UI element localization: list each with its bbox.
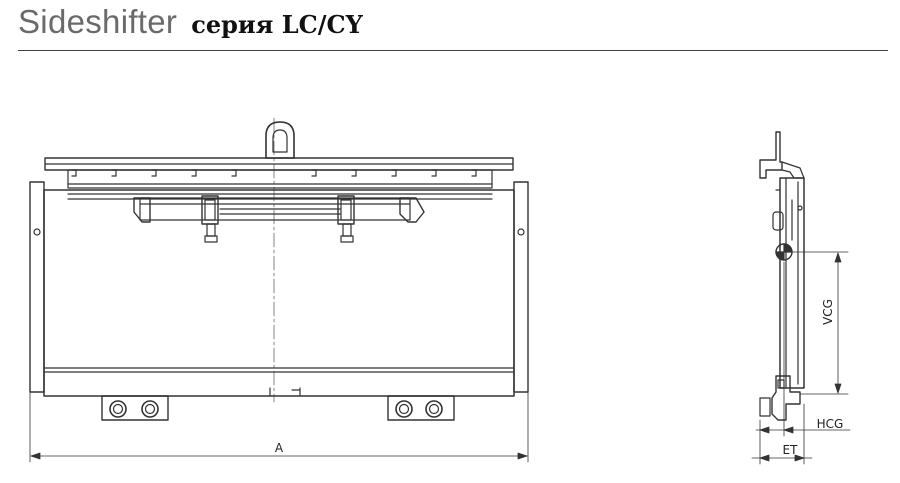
dimension-a-label: A (275, 441, 284, 455)
bottom-hook-right (387, 395, 455, 421)
center-of-gravity-icon (775, 243, 793, 261)
dimension-a (29, 391, 529, 463)
dimension-et (751, 403, 813, 465)
cylinder-fitting-left (201, 195, 219, 243)
dimension-hcg-label: HCG (817, 417, 844, 431)
dimension-hcg (755, 261, 851, 437)
side-top-hook (759, 131, 805, 179)
side-view: VCG HCG ET (751, 131, 851, 465)
side-carriage-plate (772, 177, 805, 389)
page-header: Sideshifter серия LC/CY (18, 0, 363, 48)
series-title: серия LC/CY (191, 10, 363, 39)
product-title: Sideshifter (18, 3, 178, 40)
dimension-vcg-label: VCG (821, 299, 835, 325)
top-beam (44, 157, 514, 200)
cylinder-rail (133, 197, 425, 223)
cylinder-fitting-right (337, 195, 355, 243)
main-frame (43, 189, 515, 397)
lifting-eye (265, 121, 295, 159)
dimension-vcg (791, 251, 849, 395)
header-divider (18, 50, 888, 51)
front-view: A (29, 117, 529, 463)
bottom-hook-left (101, 395, 169, 421)
dimension-et-label: ET (783, 443, 799, 457)
